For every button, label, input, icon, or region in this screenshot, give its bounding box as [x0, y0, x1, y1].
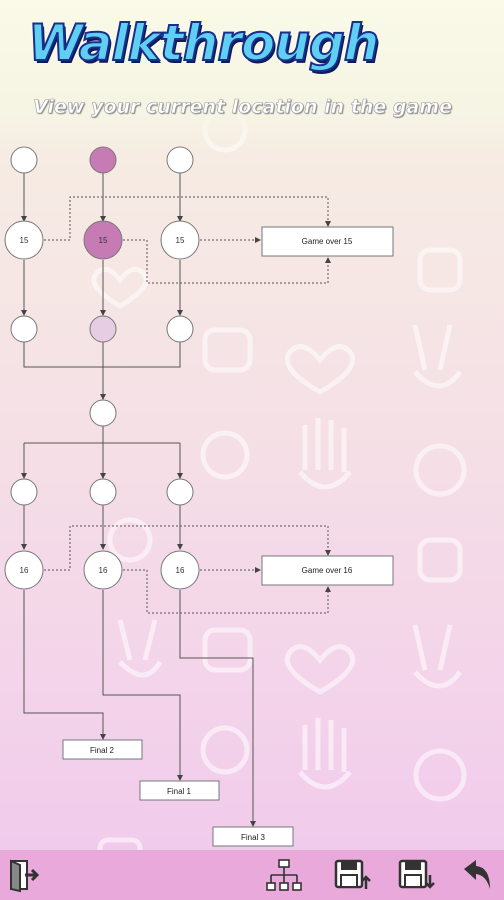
node-label: 15 — [20, 236, 29, 245]
walkthrough-flowchart: 15 15 15 Game over 15 16 16 16 Game over… — [4, 146, 394, 847]
node-label: 15 — [176, 236, 185, 245]
exit-icon — [10, 859, 40, 893]
final-2-label: Final 2 — [90, 746, 115, 755]
flow-node[interactable] — [10, 478, 38, 506]
flow-node-16-b[interactable] — [83, 550, 123, 590]
flowchart-button[interactable] — [262, 854, 306, 896]
flow-node-merge[interactable] — [89, 399, 117, 427]
node-label: 16 — [20, 566, 29, 575]
game-over-15-box[interactable] — [261, 226, 394, 257]
chapter-15-nodes: 15 15 15 — [4, 220, 200, 260]
final-3-label: Final 3 — [241, 833, 266, 842]
game-over-15-label: Game over 15 — [302, 237, 353, 246]
exit-button[interactable] — [2, 854, 46, 896]
flowchart-icon — [266, 859, 302, 891]
flow-node-visited[interactable] — [89, 315, 117, 343]
flow-node[interactable] — [166, 146, 194, 174]
flow-node-16-c[interactable] — [160, 550, 200, 590]
page-subtitle: View your current location in the game — [33, 96, 452, 119]
load-icon — [398, 859, 435, 889]
node-label: 16 — [99, 566, 108, 575]
flow-node-15-c[interactable] — [160, 220, 200, 260]
back-icon — [464, 860, 490, 889]
back-button[interactable] — [456, 854, 500, 896]
final-1-box[interactable] — [139, 780, 220, 801]
save-button[interactable] — [330, 854, 374, 896]
header: Walkthrough View your current location i… — [0, 0, 504, 150]
flow-node-16-a[interactable] — [4, 550, 44, 590]
flow-node-15-current[interactable] — [83, 220, 123, 260]
flow-node-15-a[interactable] — [4, 220, 44, 260]
flow-node[interactable] — [166, 478, 194, 506]
game-over-16-box[interactable] — [261, 555, 394, 586]
final-1-label: Final 1 — [167, 787, 192, 796]
flow-node-current-path[interactable] — [89, 146, 117, 174]
node-label: 16 — [176, 566, 185, 575]
flow-node[interactable] — [166, 315, 194, 343]
dotted-connectors — [44, 196, 331, 614]
bottom-toolbar — [0, 850, 504, 900]
flow-node[interactable] — [10, 315, 38, 343]
page-title: Walkthrough — [27, 13, 380, 73]
flow-node[interactable] — [89, 478, 117, 506]
save-icon — [334, 859, 371, 889]
solid-connectors — [21, 172, 256, 827]
final-2-box[interactable] — [62, 739, 143, 760]
flow-node[interactable] — [10, 146, 38, 174]
load-button[interactable] — [394, 854, 438, 896]
final-3-box[interactable] — [212, 826, 294, 847]
chapter-16-nodes: 16 16 16 — [4, 550, 200, 590]
node-label: 15 — [99, 236, 108, 245]
game-over-16-label: Game over 16 — [302, 566, 353, 575]
